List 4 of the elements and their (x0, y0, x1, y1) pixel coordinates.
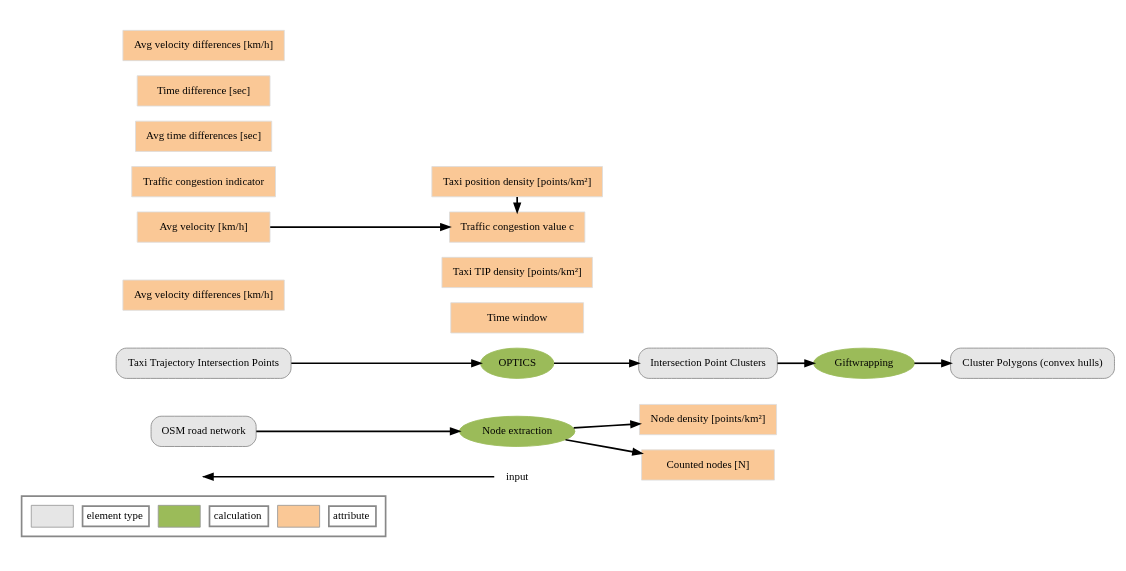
legend-label: input (505, 469, 529, 482)
legend-label: element type (86, 509, 143, 522)
legend-label: attribute (333, 509, 370, 522)
legend-label: calculation (213, 509, 262, 522)
